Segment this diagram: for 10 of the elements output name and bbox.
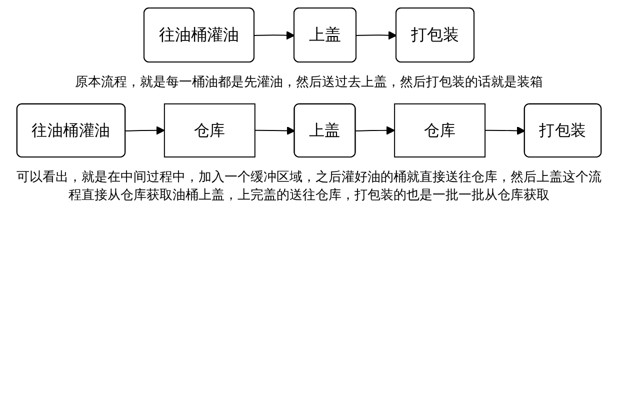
- arrow: [484, 126, 526, 136]
- note-text: 可以看出，就是在中间过程中，加入一个缓冲区域，之后灌好油的桶就直接送往仓库，然后上盖这个流程直接从仓库获取油桶上盖，上完盖的送往仓库，打包装的也是一批一批从仓库获取: [16, 169, 602, 206]
- node-box: 仓库: [164, 104, 256, 158]
- note-text: 原本流程，就是每一桶油都是先灌油，然后送过去上盖，然后打包装的话就是装箱: [74, 74, 544, 92]
- arrow: [254, 126, 296, 136]
- arrow: [125, 126, 165, 135]
- arrow: [254, 30, 295, 40]
- node-box: 仓库: [394, 104, 486, 158]
- arrow: [356, 30, 397, 40]
- arrow: [355, 126, 395, 135]
